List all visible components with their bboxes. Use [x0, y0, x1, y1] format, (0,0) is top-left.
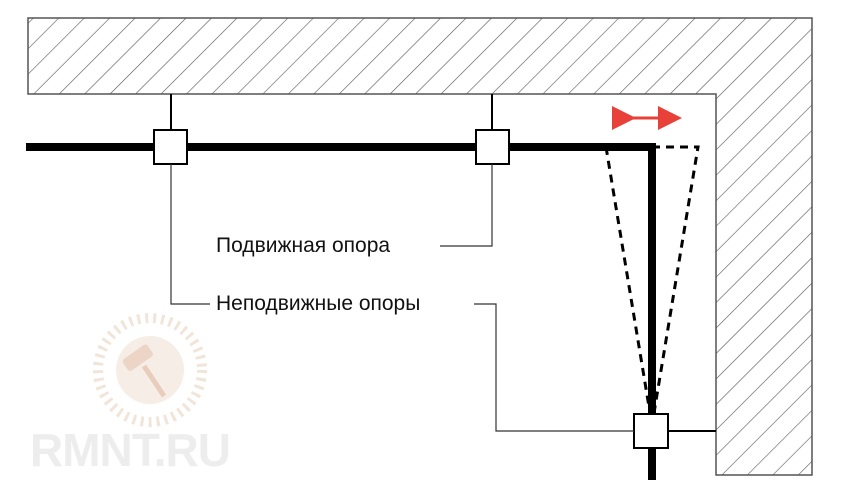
watermark-text: RMNT.RU [30, 424, 230, 476]
movable-support [475, 129, 510, 165]
pipe-deflection-right-dashed [650, 145, 700, 426]
label-movable-support: Подвижная опора [216, 234, 390, 257]
wall-hatched [27, 17, 813, 476]
label-fixed-supports: Неподвижные опоры [216, 292, 420, 315]
pipe-deflection-left-dashed [604, 146, 654, 426]
fixed-support-bottom [633, 413, 669, 449]
leader-line-movable [440, 164, 493, 247]
paint-roller-logo-icon [93, 313, 207, 427]
leader-line-fixed-left [170, 164, 210, 305]
leader-line-fixed-bottom [474, 303, 634, 432]
fixed-support-left [153, 129, 188, 165]
watermark: RMNT.RU [30, 313, 231, 476]
